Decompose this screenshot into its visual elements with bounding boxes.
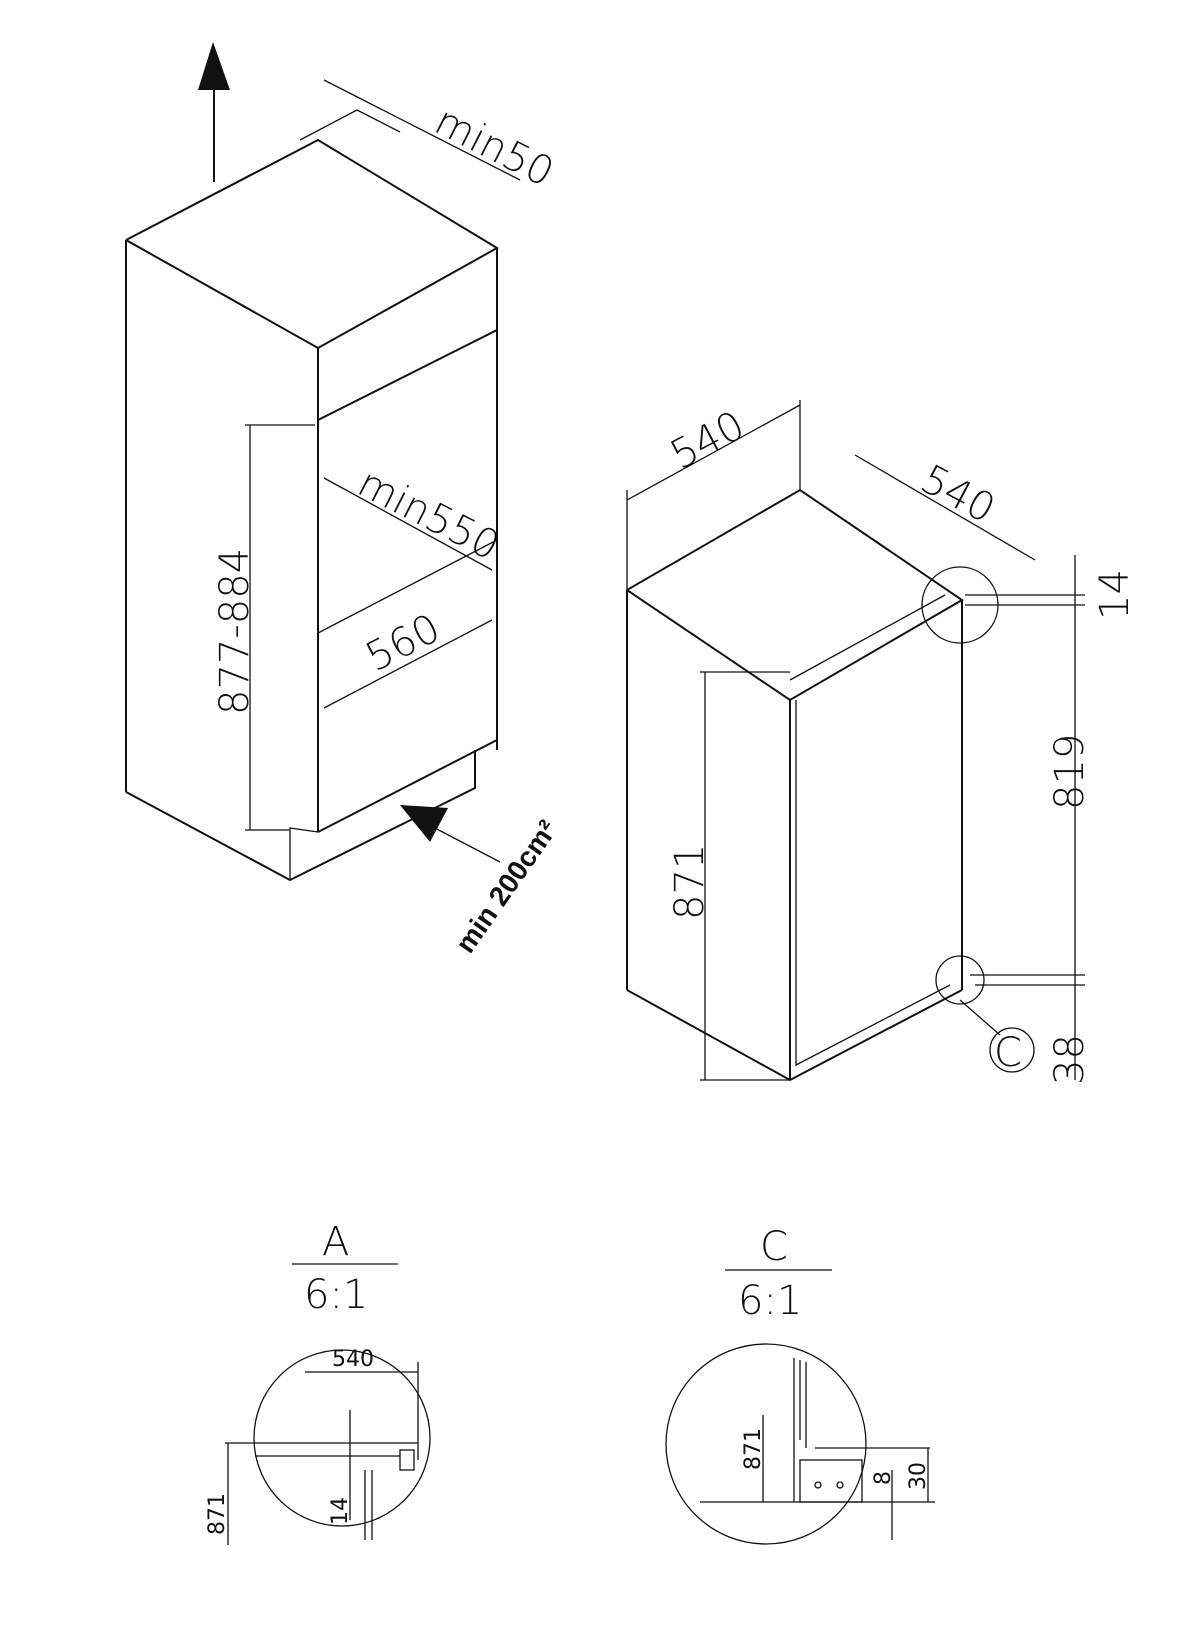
detail-a-title: A (322, 1219, 349, 1265)
appliance-view: C 540 540 14 819 871 38 (626, 400, 1138, 1085)
detail-c: C 6:1 871 8 30 (665, 1224, 935, 1545)
detail-c-scale: 6:1 (738, 1278, 802, 1324)
niche-width-label: 560 (359, 605, 448, 681)
bottom-gap-label: 38 (1047, 1034, 1093, 1085)
niche-height-label: 877-884 (212, 548, 258, 715)
total-height-label: 871 (667, 844, 713, 920)
airflow-up-arrow-icon (198, 42, 230, 90)
niche-depth-label: min550 (350, 460, 506, 570)
top-gap-label: 14 (1092, 569, 1138, 620)
width-label: 540 (663, 402, 752, 478)
detail-c-height-label: 871 (741, 1428, 766, 1470)
detail-c-marker: C (994, 1030, 1022, 1076)
detail-a-gap-label: 14 (328, 1497, 353, 1525)
top-clearance-label: min50 (427, 98, 560, 196)
ventilation-label: min 200cm² (450, 814, 564, 958)
depth-label: 540 (913, 456, 1002, 532)
detail-c-title: C (760, 1224, 788, 1270)
airflow-in-arrow-icon (400, 805, 448, 842)
detail-a-scale: 6:1 (304, 1272, 368, 1318)
detail-a: A 6:1 540 871 14 (205, 1219, 431, 1545)
detail-a-width-label: 540 (332, 1347, 374, 1372)
door-height-label: 819 (1047, 734, 1093, 810)
niche-cabinet: min50 min550 560 877-884 min 200cm² (125, 42, 564, 958)
detail-a-height-label: 871 (205, 1493, 230, 1535)
detail-c-gap-label: 30 (906, 1462, 931, 1490)
detail-c-small-label: 8 (871, 1471, 896, 1485)
